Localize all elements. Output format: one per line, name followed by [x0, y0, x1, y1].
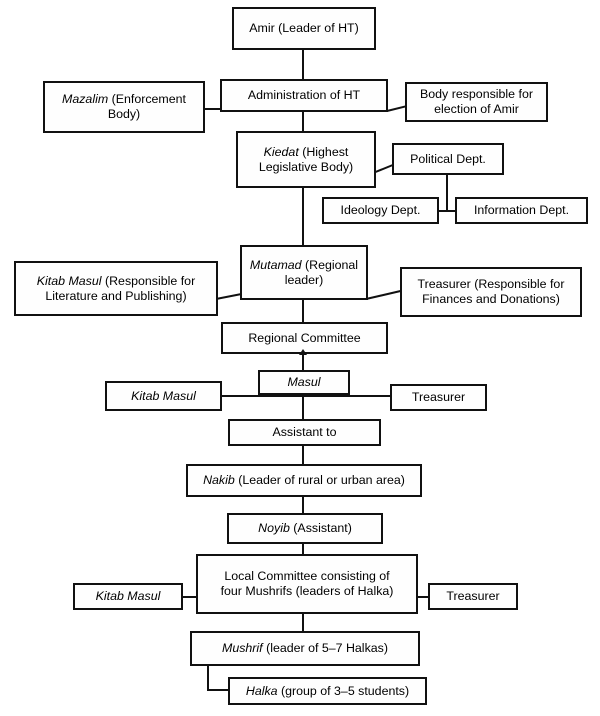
- edge-mutamad-treasurer-1: [365, 289, 402, 300]
- edge-mazalim-administration: [204, 108, 222, 110]
- node-kitab-masul-3-term: Kitab Masul: [95, 589, 161, 604]
- edge-mushrif-halka-v: [207, 665, 209, 691]
- edge-mushrif-halka-h: [207, 689, 229, 691]
- node-administration-label: Administration of HT: [247, 88, 361, 103]
- edge-nakib-noyib: [302, 496, 304, 515]
- node-mutamad-label: (Regional leader): [284, 257, 359, 287]
- node-regional-committee-label: Regional Committee: [248, 330, 361, 345]
- node-treasurer-3-label: Treasurer: [446, 589, 500, 604]
- edge-noyib-local-committee: [302, 543, 304, 555]
- node-mushrif-label: (leader of 5–7 Halkas): [262, 641, 388, 656]
- node-treasurer-2-label: Treasurer: [411, 390, 466, 405]
- node-election-body[interactable]: Body responsible for election of Amir: [405, 82, 548, 122]
- node-nakib-term: Nakib: [203, 473, 235, 488]
- node-amir-label: Amir (Leader of HT): [249, 21, 359, 36]
- node-administration[interactable]: Administration of HT: [220, 79, 388, 112]
- edge-assistant-nakib: [302, 444, 304, 465]
- node-treasurer-3[interactable]: Treasurer: [428, 583, 518, 610]
- node-mazalim-term: Mazalim: [62, 92, 109, 107]
- node-treasurer-2[interactable]: Treasurer: [390, 384, 487, 411]
- edge-kitab-masul-3-local-committee: [182, 596, 198, 598]
- node-kiedat-label: (Highest Legislative Body): [258, 144, 354, 174]
- node-kiedat[interactable]: Kiedat (Highest Legislative Body): [236, 131, 376, 188]
- node-ideology-dept-label: Ideology Dept.: [340, 203, 421, 218]
- node-nakib[interactable]: Nakib (Leader of rural or urban area): [186, 464, 422, 497]
- node-information-dept-label: Information Dept.: [473, 203, 570, 218]
- node-halka-term: Halka: [245, 683, 278, 698]
- edge-local-committee-treasurer-3: [416, 596, 430, 598]
- node-political-dept-label: Political Dept.: [410, 151, 486, 166]
- node-kitab-masul-2-term: Kitab Masul: [131, 388, 196, 403]
- node-assistant-masul-label: Assistant to: [272, 425, 337, 440]
- node-noyib[interactable]: Noyib (Assistant): [227, 513, 383, 544]
- edge-kitab-masul-1-mutamad: [215, 293, 242, 300]
- node-ideology-dept[interactable]: Ideology Dept.: [322, 197, 439, 224]
- node-mushrif[interactable]: Mushrif (leader of 5–7 Halkas): [190, 631, 420, 666]
- node-kitab-masul-1-term: Kitab Masul: [36, 273, 102, 288]
- node-masul-term: Masul: [287, 375, 321, 390]
- node-kitab-masul-2[interactable]: Kitab Masul: [105, 381, 222, 411]
- edge-administration-kiedat: [302, 111, 304, 132]
- node-kitab-masul-1[interactable]: Kitab Masul (Responsible for Literature …: [14, 261, 218, 316]
- node-mushrif-term: Mushrif: [222, 641, 263, 656]
- node-amir[interactable]: Amir (Leader of HT): [232, 7, 376, 50]
- node-treasurer-1-label: Treasurer (Responsible for Finances and …: [417, 277, 565, 306]
- edge-masul-assistant: [302, 393, 304, 422]
- node-noyib-label: (Assistant): [289, 521, 352, 536]
- edge-amir-administration: [302, 48, 304, 80]
- node-assistant-masul[interactable]: Assistant to: [228, 419, 381, 446]
- node-kitab-masul-3[interactable]: Kitab Masul: [73, 583, 183, 610]
- edge-kiedat-mutamad: [302, 186, 304, 246]
- node-local-committee[interactable]: Local Committee consisting of four Mushr…: [196, 554, 418, 614]
- node-mutamad-term: Mutamad: [249, 257, 302, 272]
- node-election-body-label: Body responsible for election of Amir: [420, 87, 533, 116]
- node-treasurer-1[interactable]: Treasurer (Responsible for Finances and …: [400, 267, 582, 317]
- edge-kitab-masul-2-treasurer-2: [220, 395, 392, 397]
- node-noyib-term: Noyib: [258, 521, 290, 536]
- node-kitab-masul-1-label: (Responsible for Literature and Publishi…: [45, 273, 196, 303]
- node-political-dept[interactable]: Political Dept.: [392, 143, 504, 175]
- node-nakib-label: (Leader of rural or urban area): [234, 473, 405, 488]
- node-mutamad[interactable]: Mutamad (Regional leader): [240, 245, 368, 300]
- node-mazalim[interactable]: Mazalim (Enforcement Body): [43, 81, 205, 133]
- edge-regional-committee-masul: [302, 353, 304, 372]
- edge-political-dept-down: [446, 173, 448, 212]
- node-local-committee-label: Local Committee consisting of four Mushr…: [220, 569, 394, 598]
- edge-local-committee-mushrif: [302, 613, 304, 633]
- edge-mutamad-regional-committee: [302, 299, 304, 324]
- edge-ideology-information: [438, 210, 457, 212]
- node-halka-label: (group of 3–5 students): [277, 683, 410, 698]
- node-halka[interactable]: Halka (group of 3–5 students): [228, 677, 427, 705]
- node-masul[interactable]: Masul: [258, 370, 350, 395]
- arrow-regional-committee: [299, 349, 307, 355]
- node-kiedat-term: Kiedat: [263, 144, 299, 159]
- node-mazalim-label: (Enforcement Body): [107, 92, 186, 121]
- edge-administration-election-body: [386, 105, 407, 112]
- node-information-dept[interactable]: Information Dept.: [455, 197, 588, 224]
